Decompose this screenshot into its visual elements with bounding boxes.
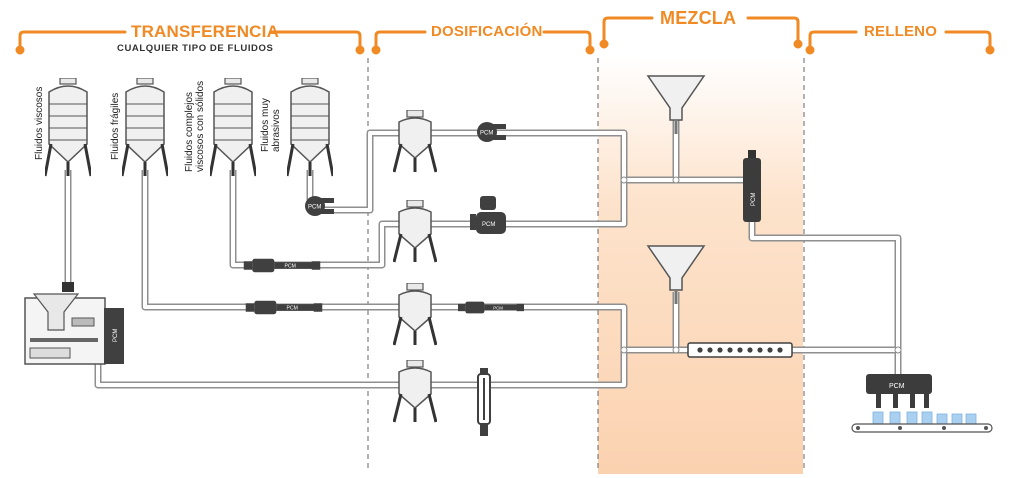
mezcla-zone-background [598, 56, 803, 474]
section-title-transferencia: TRANSFERENCIA [131, 22, 280, 41]
inline-pump-fragiles [245, 300, 323, 315]
dosing-tanks [393, 110, 437, 424]
pump-abrasivos [305, 196, 334, 216]
section-subtitle-transferencia: CUALQUIER TIPO DE FLUIDOS [117, 43, 274, 54]
tank-fluidos-viscosos [45, 78, 91, 178]
vertical-mixer: PCM [743, 150, 761, 222]
tank-fluidos-abrasivos [287, 78, 333, 178]
processing-machine: PCM [24, 282, 124, 365]
svg-text:PCM: PCM [113, 329, 119, 342]
dosing-tank-1 [393, 110, 437, 174]
vertical-meter [477, 368, 491, 436]
svg-text:PCM: PCM [482, 222, 495, 228]
svg-text:PCM: PCM [751, 193, 757, 206]
pump-dosing-2: PCM [470, 196, 506, 234]
filling-station: PCM [851, 374, 993, 433]
tank-label-viscosos: Fluidos viscosos [34, 86, 45, 160]
dosing-tank-2 [393, 200, 437, 264]
section-title-dosificacion: DOSIFICACIÓN [431, 23, 543, 40]
section-title-mezcla: MEZCLA [660, 8, 737, 28]
tank-fluidos-fragiles [122, 78, 168, 178]
dosing-tank-3 [393, 283, 437, 347]
section-brackets [15, 16, 995, 55]
pipe-junctions [620, 176, 902, 354]
static-mixer [687, 342, 793, 358]
section-title-relleno: RELLENO [864, 23, 938, 40]
tank-label-fragiles: Fluidos frágiles [110, 92, 121, 160]
tank-fluidos-complejos [210, 78, 256, 178]
inline-pump-complejos [243, 258, 321, 273]
inline-pump-dosing-3 [458, 301, 524, 314]
svg-text:PCM: PCM [889, 383, 905, 390]
dosing-tank-4 [393, 360, 437, 424]
